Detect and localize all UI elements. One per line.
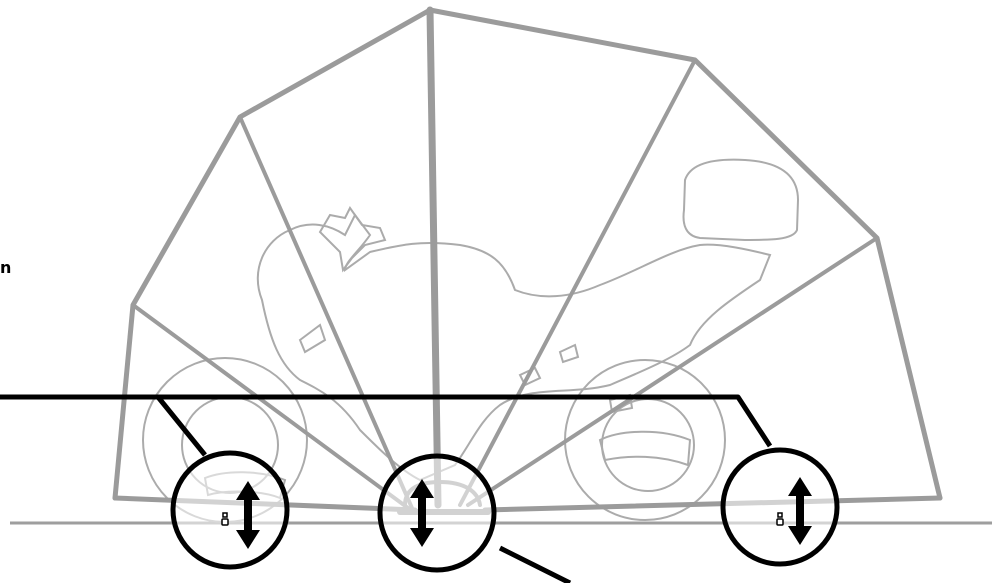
- rear-wheel-rim: [602, 399, 694, 491]
- frame-outer-arc: [115, 10, 940, 498]
- frame-rib-center: [430, 10, 438, 505]
- anchor-peg-icon: [777, 513, 783, 525]
- frame-rib-3: [460, 60, 695, 505]
- top-case: [684, 160, 798, 240]
- frame-base-right: [485, 498, 940, 510]
- rear-wheel: [565, 360, 725, 520]
- callout-center-anchor: [380, 456, 494, 570]
- shelter-frame: [115, 10, 940, 512]
- callout-rear-anchor: [723, 450, 837, 564]
- footrest-detail: [300, 325, 325, 352]
- mirror: [320, 208, 385, 270]
- anchor-peg-icon: [222, 513, 228, 525]
- engine-detail-2: [560, 345, 578, 362]
- leader-right: [158, 397, 770, 446]
- seat-detail: [600, 432, 690, 465]
- leader-left: [0, 397, 205, 455]
- leader-center: [500, 548, 570, 583]
- callout-front-anchor: [173, 453, 287, 567]
